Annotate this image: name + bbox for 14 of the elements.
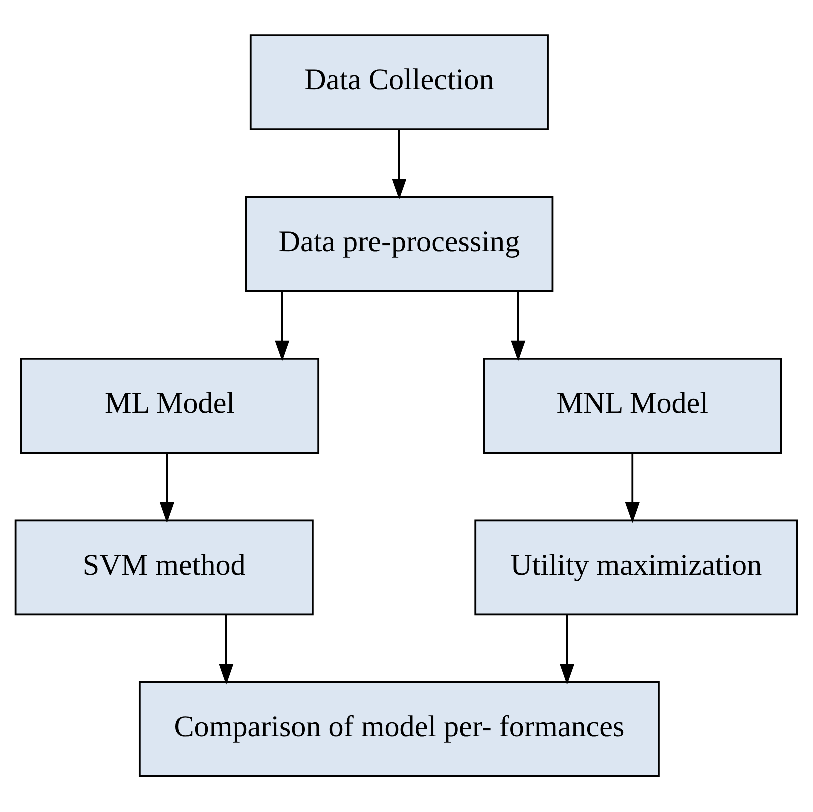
arrow <box>625 454 640 524</box>
node-box: Comparison of model per- formances <box>138 682 660 778</box>
node-box: ML Model <box>20 358 320 454</box>
arrow <box>160 454 174 524</box>
node-box: MNL Model <box>483 358 782 454</box>
node-box: Data Collection <box>250 34 549 130</box>
arrow <box>275 292 290 362</box>
node-box: Utility maximization <box>474 520 798 616</box>
arrow <box>219 615 234 685</box>
node-box: SVM method <box>14 520 314 616</box>
arrow <box>511 292 526 362</box>
arrow <box>392 130 407 200</box>
node-box: Data pre-processing <box>245 196 554 292</box>
arrow <box>560 615 575 685</box>
